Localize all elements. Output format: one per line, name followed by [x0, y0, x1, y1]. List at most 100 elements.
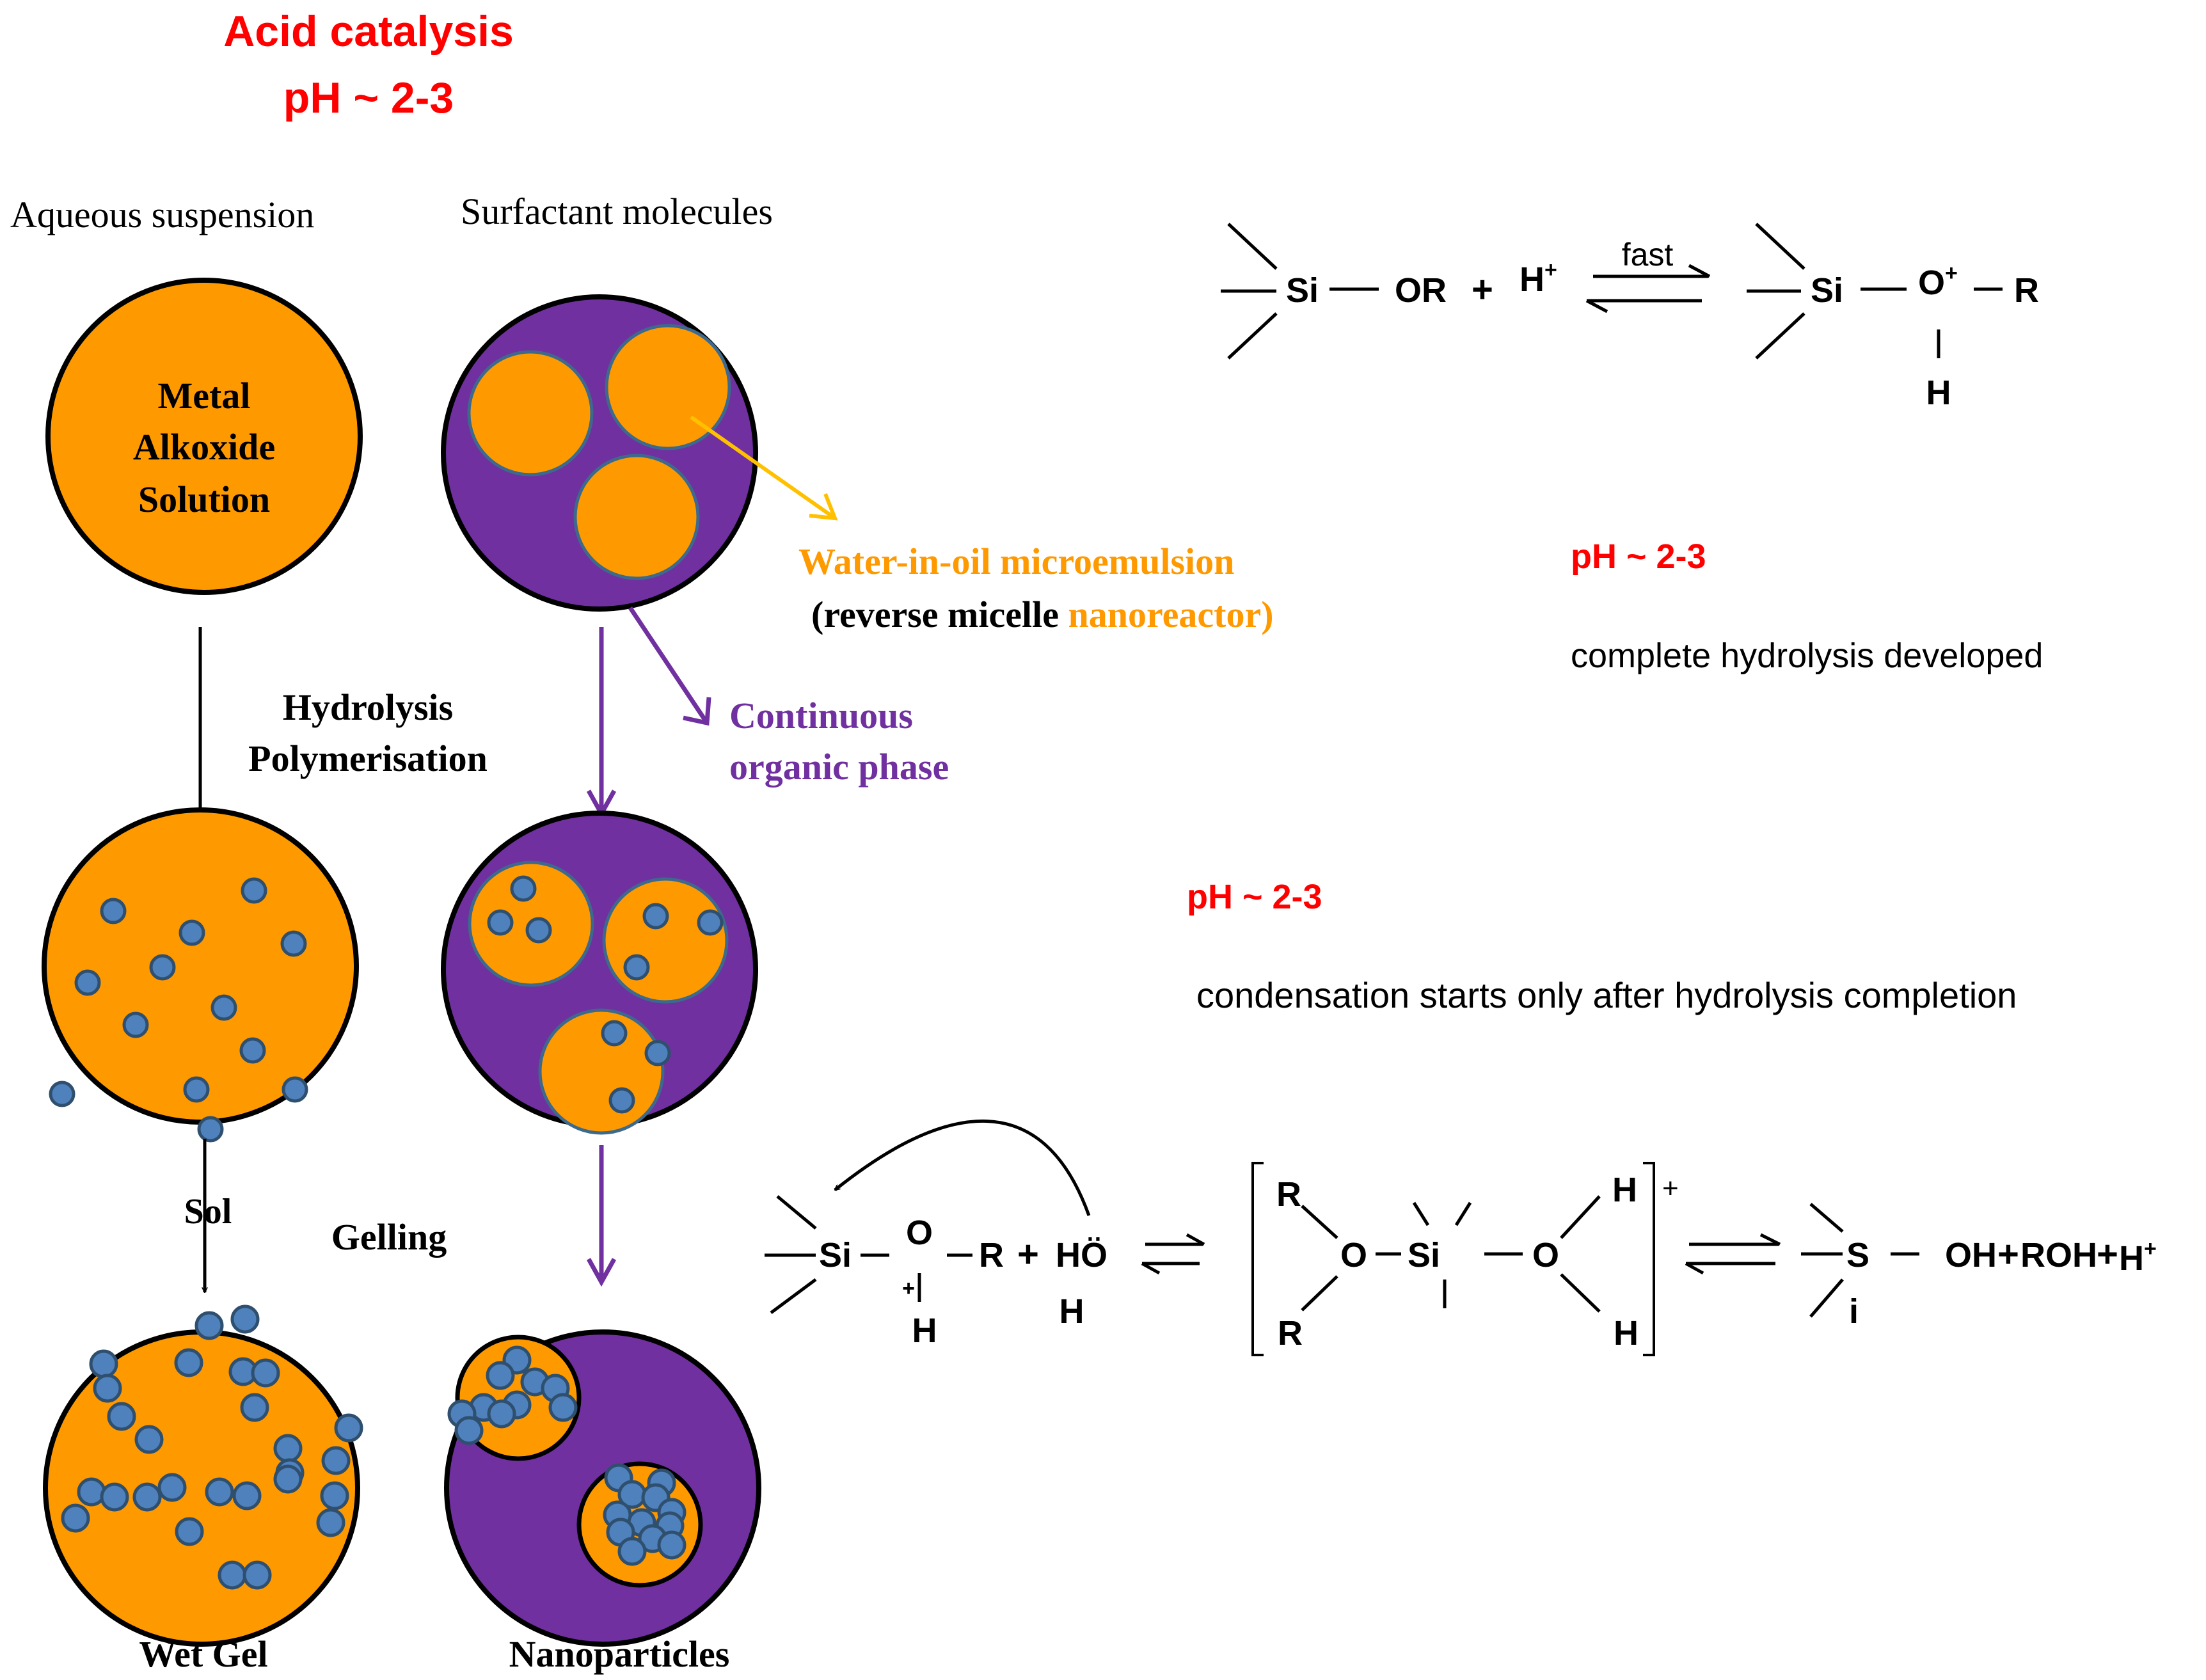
solution-label: Solution [138, 479, 270, 520]
bracket-charge: + [1662, 1173, 1679, 1204]
particle [210, 994, 237, 1021]
particle [486, 1361, 515, 1390]
organic-phase-label: organic phase [729, 746, 949, 788]
atom-i: i [1849, 1292, 1859, 1331]
particle [242, 1560, 272, 1590]
particle [100, 1482, 129, 1512]
bond [1755, 223, 1805, 270]
particle [251, 1358, 280, 1388]
condensation-note: condensation starts only after hydrolysi… [1196, 975, 2017, 1015]
atom-h: H [912, 1312, 937, 1350]
equilibrium-reverse-head [1685, 1262, 1704, 1275]
o-charge: + [1945, 261, 1958, 285]
atom-si: Si [1811, 271, 1843, 310]
particle [280, 930, 307, 957]
ph-condition-1: pH ~ 2-3 [1571, 537, 1706, 576]
atom-si: Si [819, 1236, 852, 1274]
attack-arrow [835, 1119, 1091, 1216]
particle [205, 1477, 234, 1507]
gelling-label: Gelling [331, 1216, 447, 1258]
plus-sign: + [1472, 269, 1493, 310]
bond [1809, 1278, 1844, 1318]
plus-sign: + [2097, 1233, 2118, 1275]
microemulsion-label: Water-in-oil microemulsion [798, 541, 1234, 582]
equation-condensation: Si O + H R + HÖ H R O R Si O H H + [765, 1119, 2157, 1356]
arrow-purple-2-head [586, 1258, 617, 1287]
plus-sign: + [1997, 1233, 2019, 1275]
hydrolysis-label: Hydrolysis [283, 686, 453, 728]
particle [601, 1020, 628, 1047]
atom-o: O [1340, 1236, 1367, 1274]
bond [1809, 1203, 1844, 1233]
particle [273, 1434, 303, 1463]
particle [132, 1482, 162, 1512]
particle [183, 1076, 210, 1103]
equilibrium-reverse-head [1141, 1262, 1161, 1275]
bond [770, 1278, 817, 1315]
page-title: Acid catalysis [223, 7, 514, 56]
particle [510, 875, 537, 902]
particle [608, 1087, 635, 1114]
equilibrium-forward-head [1186, 1233, 1205, 1246]
particle [157, 1473, 187, 1502]
particle [487, 1399, 516, 1429]
particle [197, 1116, 224, 1143]
atom-h: H [1926, 374, 1951, 412]
particle [642, 903, 669, 930]
hydrolysis-note: complete hydrolysis developed [1571, 637, 2043, 675]
alkoxide-label: Alkoxide [133, 426, 275, 468]
surfactant-molecules-heading: Surfactant molecules [461, 191, 773, 232]
equilibrium-forward-head [1688, 264, 1711, 278]
particle [282, 1076, 308, 1103]
proton-charge: + [1544, 258, 1557, 282]
equation-protonation: Si OR + H+ fast Si O+ R H [1221, 223, 2039, 412]
particle [487, 909, 514, 936]
particle [230, 1304, 260, 1334]
continuous-label: Continuous [729, 695, 913, 736]
particle [316, 1508, 345, 1537]
particle [49, 1081, 75, 1107]
product-proton-charge: + [2144, 1237, 2157, 1261]
product-proton-h: H [2119, 1239, 2144, 1278]
particle [179, 919, 205, 946]
water-o: HÖ [1056, 1236, 1107, 1274]
ph-condition-2: pH ~ 2-3 [1187, 878, 1322, 916]
particle [232, 1481, 262, 1510]
particle [241, 877, 267, 904]
proton: H+ [1520, 258, 1557, 299]
arrow-continuous-phase-head [683, 697, 711, 726]
bracket-left [1251, 1162, 1264, 1356]
equilibrium-reverse-head [1585, 299, 1608, 313]
wet-gel-label: Wet Gel [139, 1633, 267, 1675]
plus-sign: + [1017, 1233, 1039, 1275]
particle [454, 1416, 484, 1445]
particle [321, 1446, 351, 1475]
particle [657, 1530, 686, 1560]
micelle-droplet [467, 350, 594, 477]
particle [61, 1503, 90, 1533]
bond [1301, 1205, 1338, 1239]
micelle-droplet [605, 324, 731, 450]
atom-o-protonated: O+ [1918, 261, 1958, 302]
particle [273, 1464, 303, 1494]
bond [1227, 312, 1278, 360]
atom-r: R [979, 1236, 1004, 1274]
group-or: OR [1395, 271, 1447, 310]
o-charge: + [902, 1276, 915, 1301]
micelle-particles [487, 875, 724, 1114]
atom-si: Si [1286, 271, 1319, 310]
atom-o: O [906, 1214, 933, 1252]
particle [74, 969, 101, 996]
particle [334, 1413, 363, 1443]
micelle-droplet [573, 454, 700, 580]
sol-particles [49, 877, 308, 1143]
particle [623, 954, 650, 981]
bond [1560, 1273, 1601, 1313]
nanoparticle-clusters [447, 1345, 686, 1566]
particle [218, 1560, 247, 1590]
particle [134, 1425, 164, 1454]
equilibrium-forward-head [1759, 1233, 1781, 1246]
particle [77, 1477, 106, 1507]
nanoreactor-text: nanoreactor) [1068, 594, 1273, 635]
